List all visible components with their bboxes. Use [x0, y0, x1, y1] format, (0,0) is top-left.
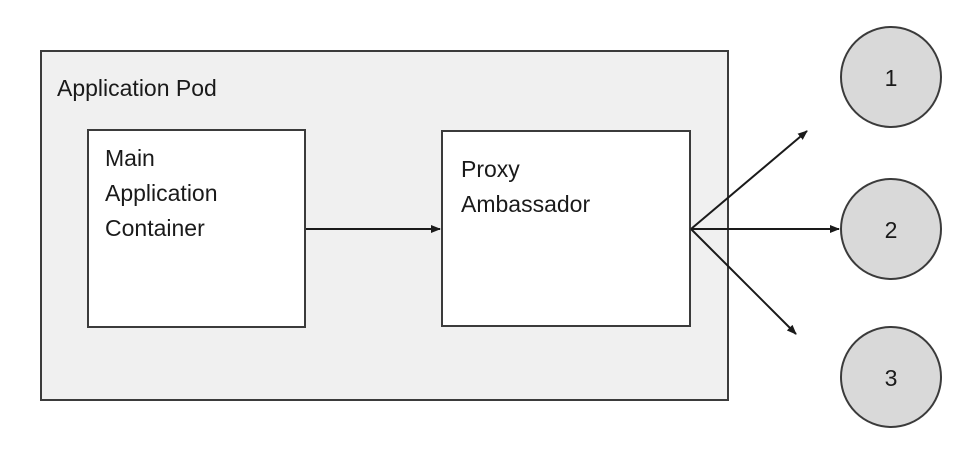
main-application-container-label-line-2: Application: [105, 180, 218, 206]
main-application-container-box[interactable]: [87, 129, 306, 328]
proxy-ambassador-box[interactable]: [441, 130, 691, 327]
arrow-proxy-to-service-3: [690, 228, 797, 335]
service-circle-1-group[interactable]: 1: [840, 26, 942, 128]
service-circle-3-group[interactable]: 3: [840, 326, 942, 428]
main-application-container-label-line-1: Main: [105, 145, 155, 171]
arrow-proxy-to-service-1: [690, 130, 808, 230]
main-application-container-label-line-3: Container: [105, 215, 205, 241]
application-pod-label: Application Pod: [57, 75, 217, 101]
proxy-ambassador-group[interactable]: Proxy Ambassador: [441, 130, 691, 327]
service-circle-2[interactable]: [840, 178, 942, 280]
service-circle-3[interactable]: [840, 326, 942, 428]
service-circle-2-group[interactable]: 2: [840, 178, 942, 280]
main-application-container-group[interactable]: Main Application Container: [87, 129, 306, 328]
proxy-ambassador-label-line-2: Ambassador: [461, 191, 590, 217]
service-circle-2-label: 2: [885, 217, 898, 243]
service-circle-1[interactable]: [840, 26, 942, 128]
service-circle-3-label: 3: [885, 365, 898, 391]
service-circle-1-label: 1: [885, 65, 898, 91]
proxy-ambassador-label-line-1: Proxy: [461, 156, 520, 182]
